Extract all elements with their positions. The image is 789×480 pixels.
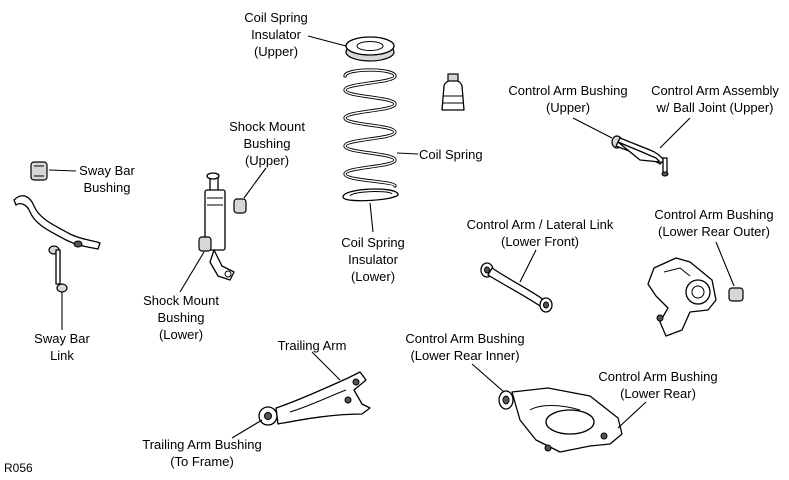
sway-bar-drawing <box>13 195 101 293</box>
leader-insulator-upper <box>307 35 347 47</box>
leader-control-arm-bushing-upper <box>572 117 613 139</box>
coil-spring-insulator-upper-drawing <box>345 36 395 62</box>
label-shock-mount-bushing-lower: Shock Mount Bushing (Lower) <box>143 293 219 342</box>
leader-bushing-lower-rear-outer <box>715 241 735 287</box>
label-coil-spring-insulator-lower: Coil Spring Insulator (Lower) <box>341 235 405 284</box>
shock-mount-bushing-lower-drawing <box>198 236 212 252</box>
leader-control-arm-assembly <box>659 117 691 149</box>
label-control-arm-bushing-lower-rear-outer: Control Arm Bushing (Lower Rear Outer) <box>654 207 774 239</box>
label-control-arm-lateral-link: Control Arm / Lateral Link (Lower Front) <box>466 217 614 249</box>
label-control-arm-assembly-upper: Control Arm Assembly w/ Ball Joint (Uppe… <box>651 83 779 115</box>
leader-coil-spring <box>396 152 419 155</box>
leader-trailing-arm <box>311 351 341 381</box>
coil-spring-insulator-lower-drawing <box>342 188 399 202</box>
coil-spring-drawing <box>343 68 397 188</box>
leader-bushing-lower-rear-inner <box>471 363 505 393</box>
leader-trailing-arm-bushing <box>231 419 263 439</box>
upper-control-arm-drawing <box>611 135 669 177</box>
label-sway-bar-link: Sway Bar Link <box>34 331 90 363</box>
lower-front-lateral-link-drawing <box>480 262 553 313</box>
label-coil-spring: Coil Spring <box>419 147 483 162</box>
leader-lateral-link <box>519 249 537 283</box>
bump-stop-drawing <box>441 73 465 111</box>
trailing-arm-drawing <box>258 371 371 426</box>
sway-bar-bushing-drawing <box>30 161 48 181</box>
label-trailing-arm: Trailing Arm <box>277 338 347 353</box>
label-control-arm-bushing-upper: Control Arm Bushing (Upper) <box>508 83 628 115</box>
shock-absorber-drawing <box>204 172 235 281</box>
leader-shock-lower <box>179 251 205 293</box>
label-sway-bar-bushing: Sway Bar Bushing <box>79 163 135 195</box>
leader-sway-bar-bushing <box>48 169 77 172</box>
label-control-arm-bushing-lower-rear: Control Arm Bushing (Lower Rear) <box>598 369 718 401</box>
leader-insulator-lower <box>369 202 374 233</box>
leader-shock-upper <box>243 167 267 199</box>
lower-rear-control-arm-drawing <box>498 387 623 453</box>
control-arm-bushing-lower-rear-outer-drawing <box>728 287 744 302</box>
label-trailing-arm-bushing-to-frame: Trailing Arm Bushing (To Frame) <box>142 437 262 469</box>
figure-code: R056 <box>4 461 33 475</box>
label-shock-mount-bushing-upper: Shock Mount Bushing (Upper) <box>229 119 305 168</box>
shock-mount-bushing-upper-drawing <box>233 198 247 214</box>
label-control-arm-bushing-lower-rear-inner: Control Arm Bushing (Lower Rear Inner) <box>405 331 525 363</box>
leader-bushing-lower-rear <box>617 401 647 429</box>
label-coil-spring-insulator-upper: Coil Spring Insulator (Upper) <box>244 10 308 59</box>
leader-lines <box>48 35 735 439</box>
knuckle-drawing <box>647 257 717 337</box>
